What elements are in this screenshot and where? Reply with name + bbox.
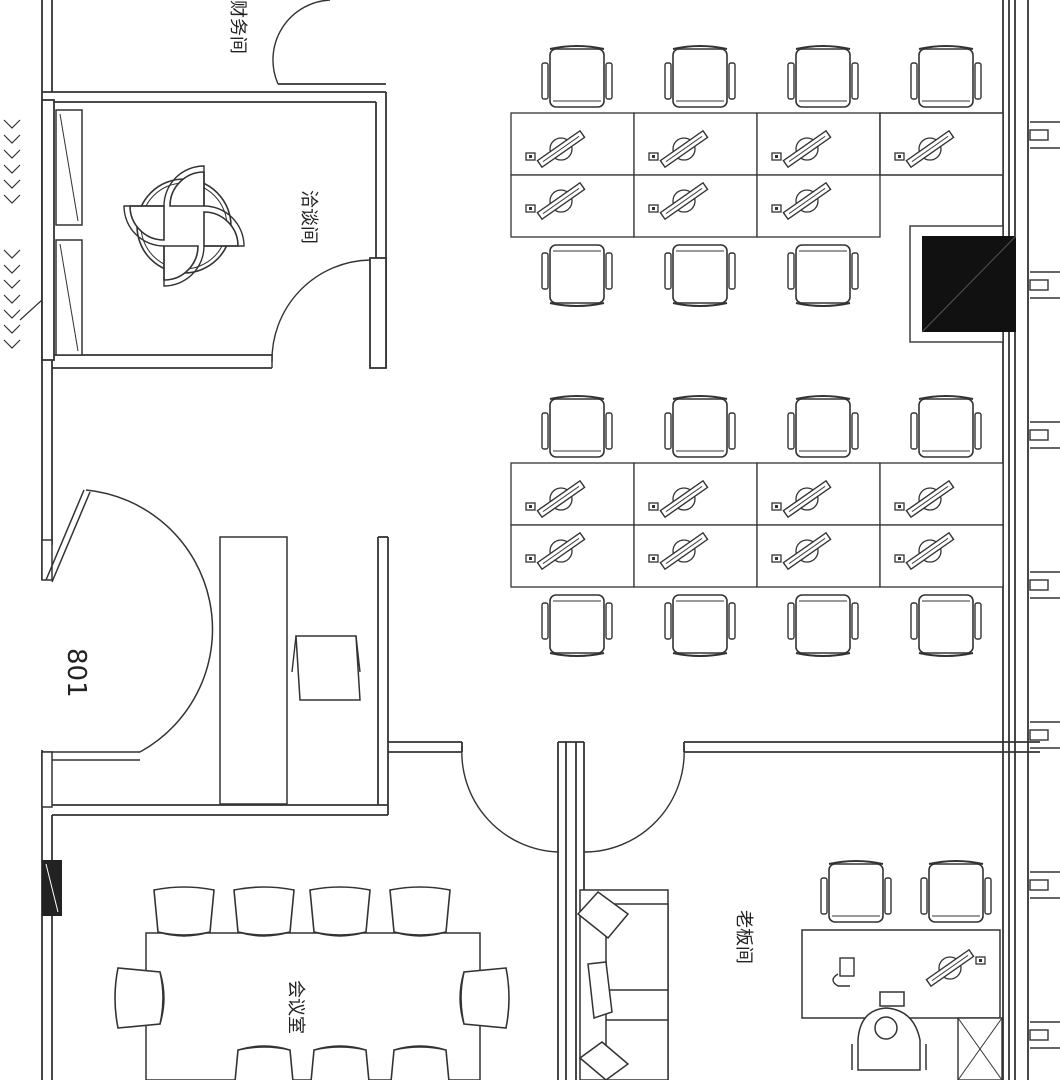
room-label-boss: 老板间 — [733, 910, 754, 964]
chair-icon — [664, 244, 736, 307]
chair-icon — [787, 45, 859, 108]
walls — [41, 0, 1040, 1080]
meeting-room — [42, 860, 510, 1080]
window-vent-icon — [3, 119, 43, 349]
boss-chair — [851, 991, 927, 1071]
structural-column — [909, 225, 1017, 343]
chair-icon — [910, 395, 982, 458]
room-label-finance: 财务间 — [227, 0, 248, 54]
reception-desk — [219, 536, 361, 805]
chair-icon — [910, 594, 982, 657]
chair-icon — [541, 244, 613, 307]
chair-icon — [664, 594, 736, 657]
door-number: 801 — [61, 648, 91, 698]
entrance-door — [41, 489, 214, 808]
finance-room-door — [272, 0, 331, 85]
chair-icon — [541, 594, 613, 657]
sofa-icon — [576, 889, 669, 1080]
chair-icon — [787, 594, 859, 657]
chair-icon — [664, 395, 736, 458]
window-mullions — [1029, 121, 1060, 1049]
room-label-meeting: 会议室 — [285, 980, 306, 1034]
open-office-workstations — [510, 45, 1004, 657]
lounge-chair — [123, 205, 165, 247]
lounge-chair — [163, 245, 205, 287]
lounge-chair — [203, 205, 245, 247]
chair-icon — [787, 244, 859, 307]
chair-icon — [910, 45, 982, 108]
room-label-negotiation: 洽谈间 — [298, 190, 319, 244]
plant-pillow-icon — [576, 890, 630, 1080]
chair-icon — [664, 45, 736, 108]
chair-icon — [541, 45, 613, 108]
chair-icon — [541, 395, 613, 458]
boss-room — [801, 860, 1003, 1080]
chair-icon — [787, 395, 859, 458]
meeting-side-doors — [461, 745, 685, 853]
negotiation-room — [55, 109, 371, 368]
phone-icon — [832, 957, 855, 987]
lounge-chair — [163, 165, 205, 207]
